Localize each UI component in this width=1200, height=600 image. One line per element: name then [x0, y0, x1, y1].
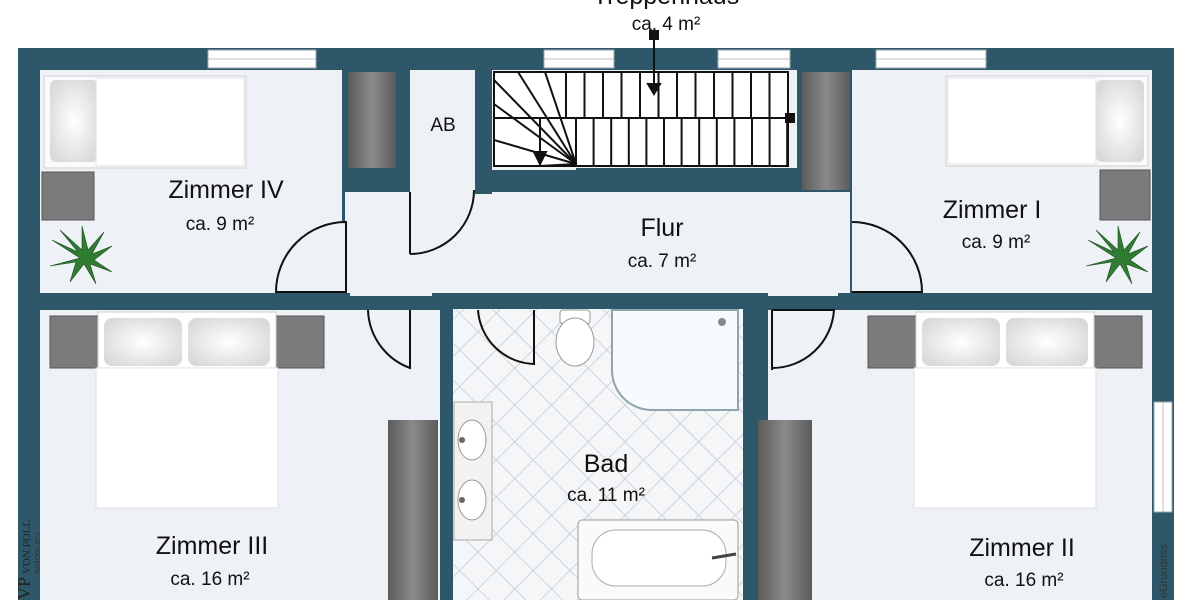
nightstand-zimmer-iii-left [49, 315, 99, 369]
logo-watermark: VP VON POLL IMMOBILIEN [14, 520, 42, 600]
wardrobe-zimmer-iv [348, 72, 396, 168]
door-ab [409, 189, 475, 255]
double-sink [453, 401, 493, 541]
source-watermark: eGrundriss [1158, 544, 1170, 598]
label-flur-area: ca. 7 m² [628, 251, 697, 272]
nightstand-zimmer-iv [41, 171, 95, 221]
wardrobe-zimmer-i [802, 72, 850, 190]
nightstand-zimmer-i [1099, 169, 1151, 221]
toilet [555, 309, 595, 367]
logo-initials: VP [14, 577, 34, 600]
wardrobe-zimmer-ii [758, 420, 812, 600]
label-zimmer-iii: Zimmer III [156, 532, 269, 560]
label-bad-area: ca. 11 m² [567, 485, 645, 506]
staircase [493, 30, 795, 167]
shower [611, 309, 739, 411]
door-zimmer-i [851, 221, 924, 293]
logo-line-1: VON POLL [21, 520, 33, 574]
label-zimmer-iii-area: ca. 16 m² [170, 569, 249, 590]
door-bad [477, 309, 535, 366]
bathtub [577, 519, 739, 600]
plant-zimmer-i [1085, 225, 1149, 285]
logo-line-2: IMMOBILIEN [35, 533, 42, 574]
nightstand-zimmer-ii-left [867, 315, 917, 369]
label-treppenhaus: Treppenhaus [593, 0, 739, 10]
door-zimmer-iii [367, 309, 411, 370]
door-zimmer-iv [274, 220, 347, 293]
label-zimmer-iv: Zimmer IV [168, 176, 284, 204]
label-flur: Flur [640, 214, 683, 242]
label-zimmer-i-area: ca. 9 m² [962, 232, 1031, 253]
label-zimmer-i: Zimmer I [943, 196, 1042, 224]
label-ab: AB [430, 115, 455, 136]
doors [274, 189, 924, 370]
bed-zimmer-iv [43, 75, 247, 169]
label-treppenhaus-area: ca. 4 m² [632, 14, 701, 35]
bed-zimmer-i [945, 75, 1149, 167]
nightstand-zimmer-iii-right [275, 315, 325, 369]
nightstand-zimmer-ii-right [1093, 315, 1143, 369]
bed-zimmer-iii [95, 311, 279, 509]
floor-flur-left [345, 192, 410, 296]
wardrobe-zimmer-iii [388, 420, 438, 600]
label-bad: Bad [584, 450, 628, 478]
plant-zimmer-iv [49, 225, 113, 285]
door-zimmer-ii [771, 309, 836, 370]
label-zimmer-iv-area: ca. 9 m² [186, 214, 255, 235]
label-zimmer-ii: Zimmer II [969, 534, 1075, 562]
bed-zimmer-ii [913, 311, 1097, 509]
label-zimmer-ii-area: ca. 16 m² [984, 570, 1063, 591]
